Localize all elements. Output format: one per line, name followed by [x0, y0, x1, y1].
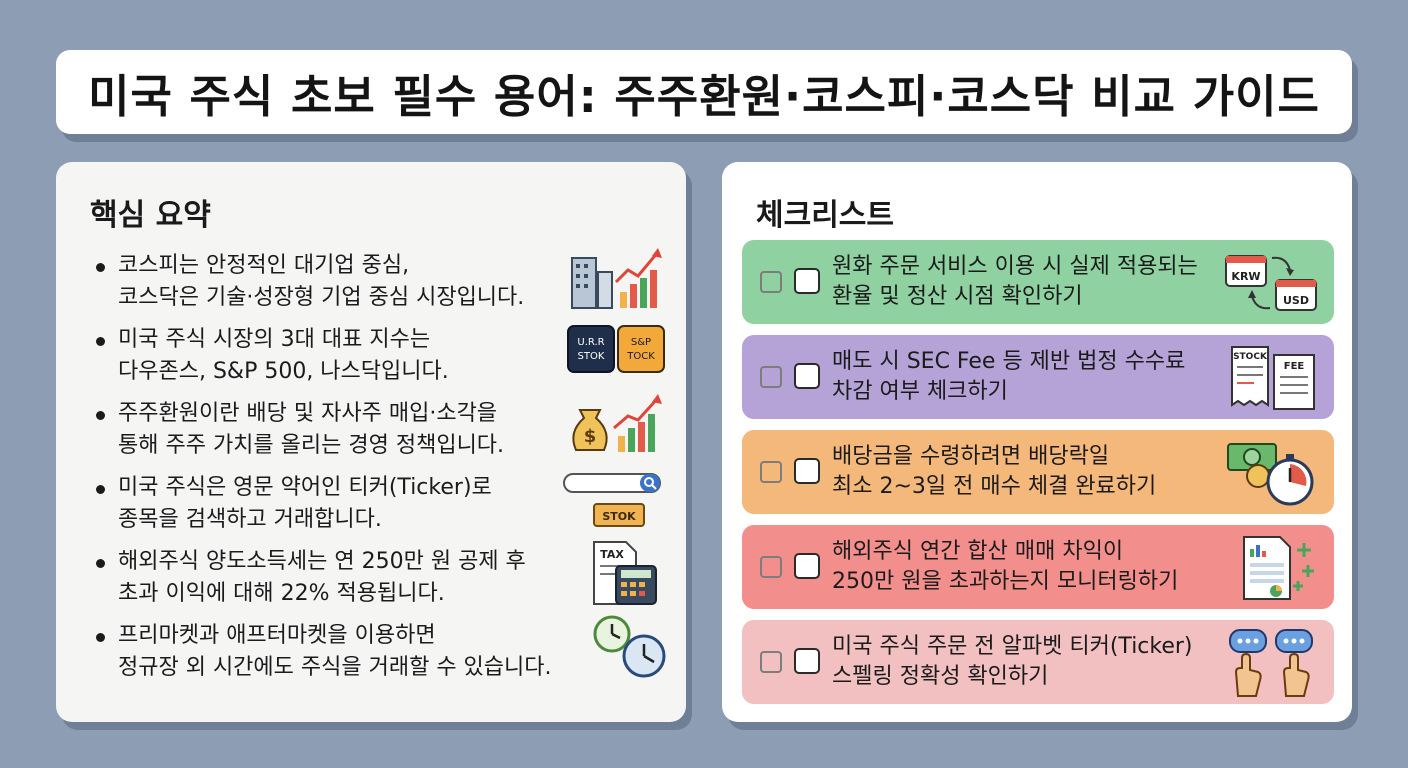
- title-bar: 미국 주식 초보 필수 용어: 주주환원·코스피·코스닥 비교 가이드: [56, 50, 1352, 134]
- summary-text: 미국 주식 시장의 3대 대표 지수는 다우존스, S&P 500, 나스닥입니…: [118, 327, 449, 384]
- summary-item: 미국 주식은 영문 약어인 티커(Ticker)로 종목을 검색하고 거래합니다…: [96, 472, 666, 538]
- tile-right-label-1: S&P: [631, 337, 651, 348]
- checklist-text: 미국 주식 주문 전 알파벳 티커(Ticker) 스펠링 정확성 확인하기: [832, 634, 1193, 689]
- checkbox[interactable]: [794, 458, 820, 484]
- svg-text:USD: USD: [1283, 294, 1309, 307]
- bullet: [96, 559, 105, 568]
- checklist-text: 매도 시 SEC Fee 등 제반 법정 수수료 차감 여부 체크하기: [832, 349, 1186, 404]
- fee-receipt-icon: STOCK FEE: [1231, 346, 1315, 410]
- currency-exchange-icon: KRW USD: [1225, 255, 1317, 311]
- bullet: [96, 633, 105, 642]
- summary-text: 미국 주식은 영문 약어인 티커(Ticker)로 종목을 검색하고 거래합니다…: [118, 475, 492, 532]
- svg-text:TAX: TAX: [600, 548, 624, 561]
- money-bag-chart-icon: $: [572, 394, 662, 452]
- clocks-icon: [593, 615, 666, 678]
- svg-text:FEE: FEE: [1284, 361, 1305, 372]
- summary-panel: 핵심 요약 코스피는 안정적인 대기업 중심, 코스닥은 기술·성장형 기업 중…: [56, 162, 686, 722]
- checkbox[interactable]: [794, 553, 820, 579]
- index-tiles-icon: U.R.R STOK S&P TOCK: [567, 325, 665, 373]
- checkbox-outline[interactable]: [760, 556, 782, 578]
- page-title: 미국 주식 초보 필수 용어: 주주환원·코스피·코스닥 비교 가이드: [88, 69, 1320, 123]
- search-ticker-icon: STOK: [563, 473, 661, 527]
- chat-hands-icon: [1229, 629, 1313, 697]
- checklist-panel: 체크리스트 원화 주문 서비스 이용 시 실제 적용되는 환율 및 정산 시점 …: [722, 162, 1352, 722]
- checkbox-outline[interactable]: [760, 651, 782, 673]
- checkbox[interactable]: [794, 363, 820, 389]
- tile-left-label-2: STOK: [578, 351, 605, 362]
- summary-heading: 핵심 요약: [90, 198, 211, 233]
- checkbox[interactable]: [794, 648, 820, 674]
- summary-text: 코스피는 안정적인 대기업 중심, 코스닥은 기술·성장형 기업 중심 시장입니…: [118, 253, 525, 310]
- checkbox-outline[interactable]: [760, 366, 782, 388]
- summary-item: 해외주식 양도소득세는 연 250만 원 공제 후 초과 이익에 대해 22% …: [96, 541, 666, 612]
- summary-item: 주주환원이란 배당 및 자사주 매입·소각을 통해 주주 가치를 올리는 경영 …: [96, 394, 666, 464]
- building-growth-chart-icon: [571, 248, 662, 309]
- tile-left-label-1: U.R.R: [577, 337, 604, 348]
- checklist-item[interactable]: 원화 주문 서비스 이용 시 실제 적용되는 환율 및 정산 시점 확인하기 K…: [742, 240, 1334, 324]
- checklist-item[interactable]: 매도 시 SEC Fee 등 제반 법정 수수료 차감 여부 체크하기 STOC…: [742, 335, 1334, 419]
- bullet: [96, 337, 105, 346]
- svg-text:$: $: [584, 426, 597, 447]
- summary-item: 프리마켓과 애프터마켓을 이용하면 정규장 외 시간에도 주식을 거래할 수 있…: [96, 615, 666, 686]
- checkbox-outline[interactable]: [760, 271, 782, 293]
- tax-calculator-icon: TAX: [593, 541, 657, 605]
- checkbox[interactable]: [794, 268, 820, 294]
- cash-stopwatch-icon: [1227, 443, 1314, 506]
- summary-text: 해외주식 양도소득세는 연 250만 원 공제 후 초과 이익에 대해 22% …: [118, 549, 526, 606]
- svg-text:STOK: STOK: [602, 510, 636, 523]
- bullet: [96, 485, 105, 494]
- report-plus-icon: [1243, 536, 1314, 600]
- checklist-item[interactable]: 배당금을 수령하려면 배당락일 최소 2~3일 전 매수 체결 완료하기: [742, 430, 1334, 514]
- svg-text:KRW: KRW: [1231, 270, 1260, 283]
- checklist-text: 원화 주문 서비스 이용 시 실제 적용되는 환율 및 정산 시점 확인하기: [832, 254, 1198, 309]
- tile-right-label-2: TOCK: [626, 351, 655, 362]
- summary-item: 코스피는 안정적인 대기업 중심, 코스닥은 기술·성장형 기업 중심 시장입니…: [96, 248, 666, 316]
- checklist-text: 배당금을 수령하려면 배당락일 최소 2~3일 전 매수 체결 완료하기: [832, 444, 1157, 499]
- summary-item: 미국 주식 시장의 3대 대표 지수는 다우존스, S&P 500, 나스닥입니…: [96, 324, 666, 390]
- bullet: [96, 411, 105, 420]
- summary-text: 주주환원이란 배당 및 자사주 매입·소각을 통해 주주 가치를 올리는 경영 …: [118, 401, 505, 458]
- checklist-heading: 체크리스트: [756, 198, 894, 233]
- checklist-item[interactable]: 미국 주식 주문 전 알파벳 티커(Ticker) 스펠링 정확성 확인하기: [742, 620, 1334, 704]
- checklist-text: 해외주식 연간 합산 매매 차익이 250만 원을 초과하는지 모니터링하기: [832, 539, 1179, 594]
- checklist-item[interactable]: 해외주식 연간 합산 매매 차익이 250만 원을 초과하는지 모니터링하기: [742, 525, 1334, 609]
- summary-text: 프리마켓과 애프터마켓을 이용하면 정규장 외 시간에도 주식을 거래할 수 있…: [118, 623, 552, 680]
- bullet: [96, 263, 105, 272]
- svg-text:STOCK: STOCK: [1233, 352, 1268, 362]
- checkbox-outline[interactable]: [760, 461, 782, 483]
